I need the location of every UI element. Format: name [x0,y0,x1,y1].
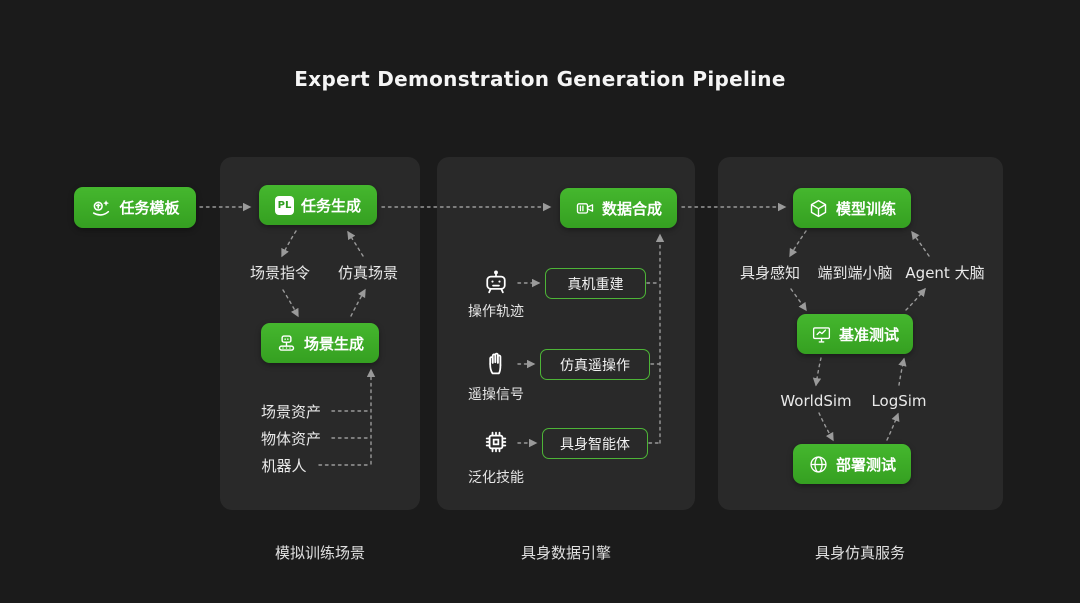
label-object-assets: 物体资产 [260,430,322,448]
cube-icon [808,198,829,219]
label-simulation-scene: 仿真场景 [337,264,399,282]
label-worldsim: WorldSim [780,392,852,410]
page-title: Expert Demonstration Generation Pipeline [294,67,786,91]
node-label: 部署测试 [835,455,896,474]
node-label: 数据合成 [601,199,662,218]
caption-embodied-data-engine: 具身数据引擎 [520,544,612,562]
label-teleop-signal: 遥操信号 [468,387,524,403]
node-task-generation: PL 任务生成 [259,185,377,225]
node-real-machine-reconstruction: 真机重建 [545,268,646,299]
label-operation-trajectory: 操作轨迹 [468,304,524,320]
label-scene-instruction: 场景指令 [249,264,311,282]
node-simulated-teleoperation: 仿真遥操作 [540,349,650,380]
label-end-to-end-cerebellum: 端到端小脑 [817,264,893,282]
node-benchmark-testing: 基准测试 [797,314,913,354]
robot-conveyor-icon [276,333,297,354]
chip-icon [482,428,510,456]
label-generalized-skills: 泛化技能 [468,470,524,486]
coin-sparkle-icon [90,197,112,219]
label-scene-assets: 场景资产 [260,403,322,421]
node-label: 任务生成 [300,196,361,215]
node-label: 模型训练 [835,199,896,218]
node-label: 任务模板 [119,199,180,217]
node-label: 基准测试 [838,325,899,344]
node-model-training: 模型训练 [793,188,911,228]
node-embodied-agent: 具身智能体 [542,428,648,459]
camera-icon [575,198,595,218]
pl-badge-icon: PL [274,195,294,215]
node-deployment-testing: 部署测试 [793,444,911,484]
label-embodied-perception: 具身感知 [739,264,801,282]
node-task-template: 任务模板 [74,187,196,228]
robot-icon [482,269,510,297]
monitor-icon [811,324,832,345]
node-scene-generation: 场景生成 [261,323,379,363]
caption-simulation-training-scenes: 模拟训练场景 [274,544,366,562]
glove-icon [482,350,510,378]
node-data-synthesis: 数据合成 [560,188,677,228]
caption-embodied-simulation-service: 具身仿真服务 [814,544,906,562]
node-label: 场景生成 [303,334,364,353]
label-logsim: LogSim [871,392,927,410]
label-robot: 机器人 [261,457,307,475]
label-agent-brain: Agent 大脑 [905,264,985,282]
globe-icon [808,454,829,475]
